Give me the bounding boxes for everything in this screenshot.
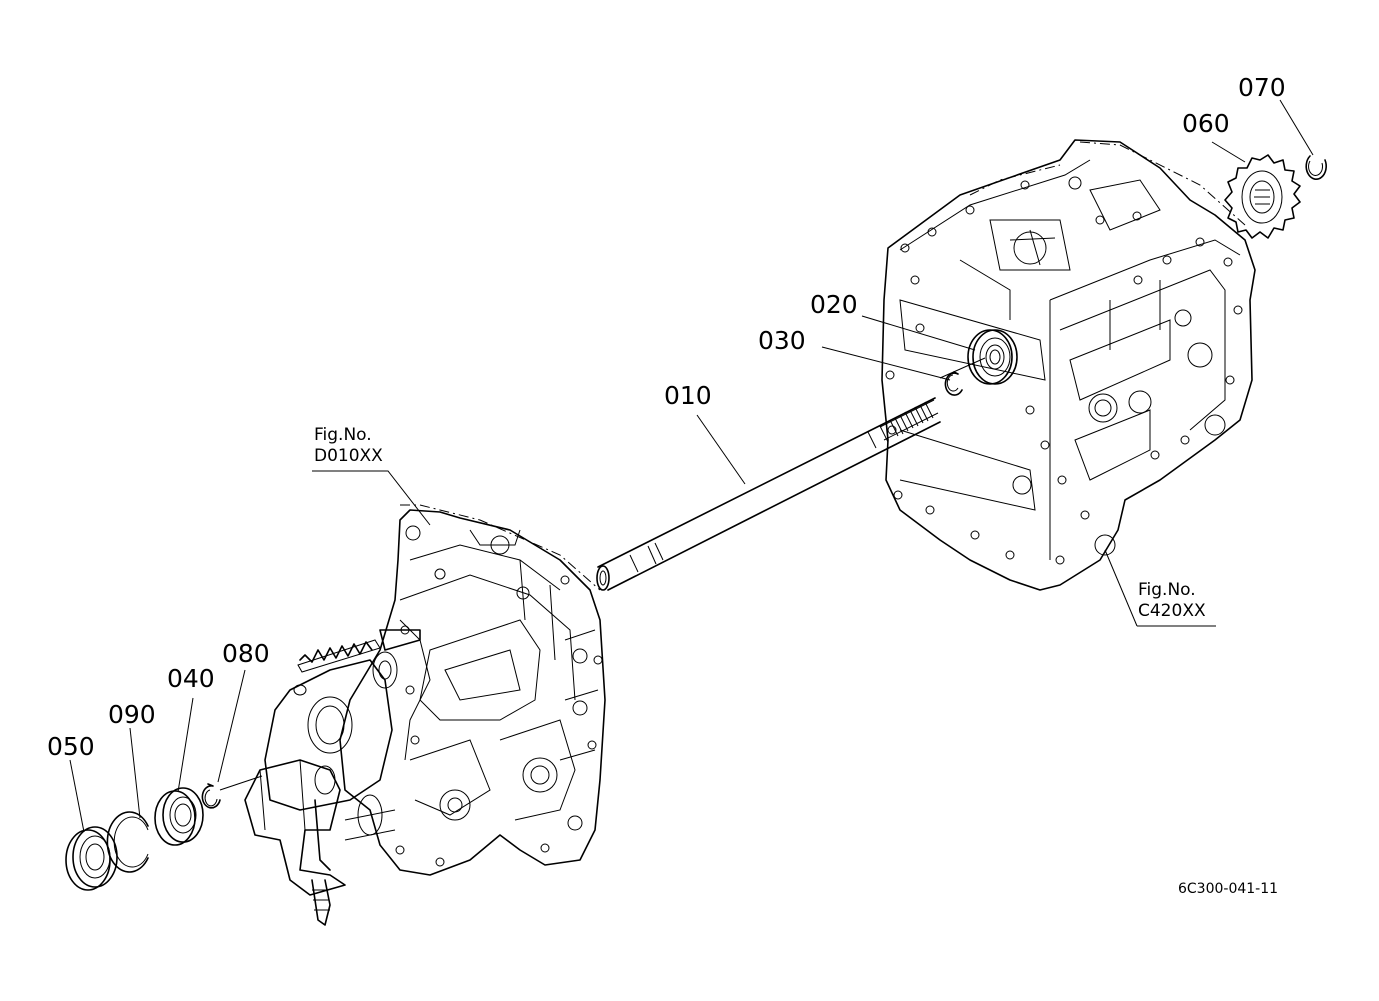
rear-transmission-case	[881, 139, 1256, 591]
assembly-axis-front	[219, 775, 263, 791]
leader-lines	[69, 99, 1314, 833]
assembly-axis-rear	[939, 357, 986, 379]
fig-ref-rear-code: C420XX	[1138, 601, 1206, 622]
bearing-020	[967, 329, 1018, 385]
part-label-030[interactable]: 030	[758, 326, 806, 355]
fig-ref-front-prefix: Fig.No.	[314, 425, 372, 445]
bearing-040	[154, 787, 204, 846]
part-label-040[interactable]: 040	[167, 664, 215, 693]
part-label-020[interactable]: 020	[810, 290, 858, 319]
front-transmission-case	[244, 504, 606, 926]
fig-ref-front[interactable]: Fig.No. D010XX	[314, 425, 383, 468]
fig-ref-rear[interactable]: Fig.No. C420XX	[1138, 580, 1206, 623]
fig-ref-front-code: D010XX	[314, 446, 383, 467]
snap-ring-030	[944, 371, 963, 396]
snap-ring-080	[201, 783, 221, 809]
main-shaft	[596, 397, 941, 591]
fig-ref-rear-prefix: Fig.No.	[1138, 580, 1196, 600]
snap-ring-070	[1305, 155, 1327, 180]
part-label-060[interactable]: 060	[1182, 109, 1230, 138]
part-label-090[interactable]: 090	[108, 700, 156, 729]
drawing-code: 6C300-041-11	[1178, 881, 1279, 897]
part-label-070[interactable]: 070	[1238, 73, 1286, 102]
gear-060	[1224, 154, 1301, 239]
part-label-080[interactable]: 080	[222, 639, 270, 668]
oil-seal-050	[65, 826, 118, 891]
part-label-010[interactable]: 010	[664, 381, 712, 410]
part-label-050[interactable]: 050	[47, 732, 95, 761]
